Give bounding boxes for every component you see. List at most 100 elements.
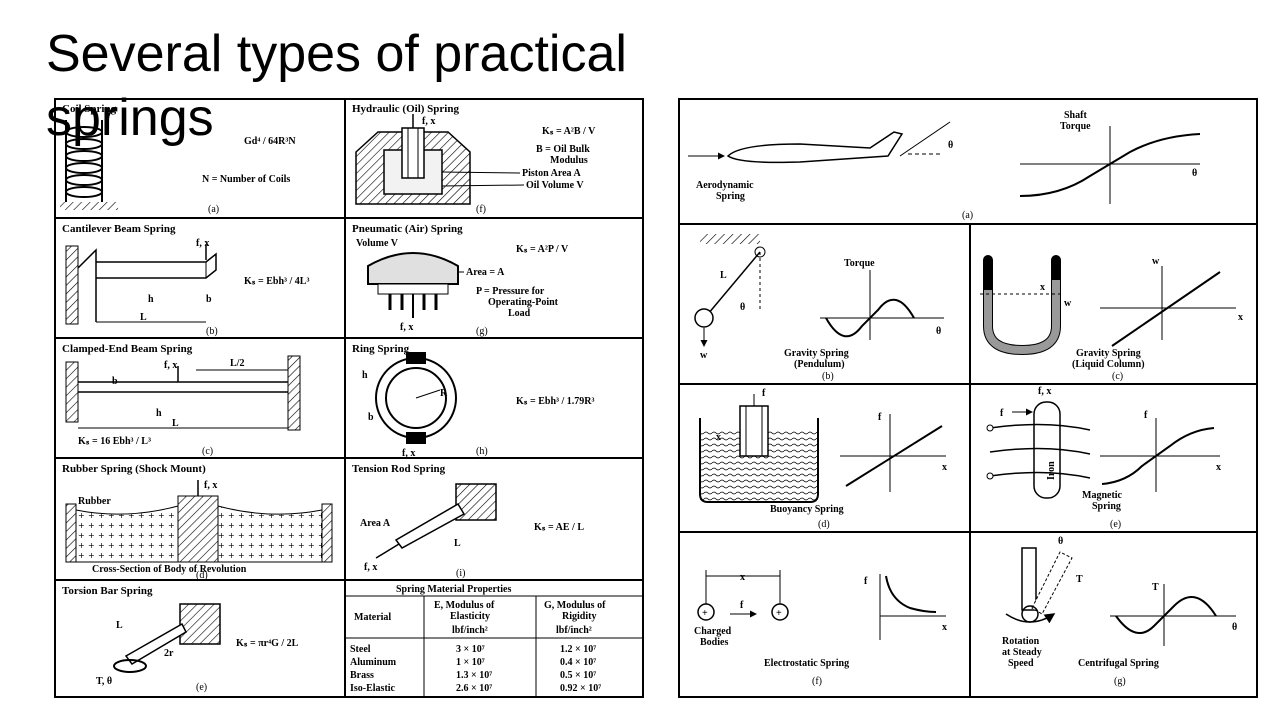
table-cell-material: Steel — [350, 644, 371, 655]
electro-plus-right: + — [776, 608, 782, 619]
cantilever-spring-cell: Cantilever Beam Spring f, x h b L Kₛ = E… — [62, 223, 309, 337]
coil-spring-note: N = Number of Coils — [202, 174, 290, 185]
electro-plus-left: + — [702, 608, 708, 619]
magnetic-caption: (e) — [1110, 519, 1121, 530]
torsion-L: L — [116, 620, 123, 631]
aero-label2: Spring — [716, 191, 745, 202]
cantilever-formula: Kₛ = Ebh³ / 4L³ — [244, 276, 309, 287]
buoyancy-ylabel: f — [878, 412, 882, 423]
liquid-line — [1111, 271, 1221, 347]
pneumatic-p1: P = Pressure for — [476, 286, 545, 297]
liquid-c2: (Liquid Column) — [1072, 359, 1145, 370]
rubber-caption: (d) — [196, 570, 208, 581]
magnetic-spring-cell: Iron f f, x f x Magnetic Spring (e) — [986, 386, 1221, 530]
table-cell-e: 3 × 10⁷ — [456, 644, 485, 655]
centri-theta: θ — [1058, 536, 1063, 547]
torsion-T: T, θ — [96, 676, 112, 687]
rubber-fx: f, x — [204, 480, 217, 491]
table-row-steel: Steel 3 × 10⁷ 1.2 × 10⁷ — [350, 644, 596, 655]
table-cell-g: 0.5 × 10⁷ — [560, 670, 596, 681]
electro-curve — [885, 575, 937, 613]
magnetic-f: f — [1000, 408, 1004, 419]
cantilever-h: h — [148, 294, 154, 305]
buoyancy-c1: Buoyancy Spring — [770, 504, 844, 515]
pendulum-c1: Gravity Spring — [784, 348, 849, 359]
table-cell-material: Iso-Elastic — [350, 683, 396, 694]
buoyancy-x: x — [716, 432, 721, 443]
clamped-b: b — [112, 376, 118, 387]
magnetic-fx: f, x — [1038, 386, 1051, 397]
coil-spring-drawing — [65, 126, 103, 198]
ring-b: b — [368, 412, 374, 423]
buoyancy-f: f — [762, 388, 766, 399]
aero-caption: (a) — [962, 210, 973, 221]
tension-area: Area A — [360, 518, 391, 529]
clamped-caption: (c) — [202, 446, 213, 457]
hydraulic-formula: Kₛ = A²B / V — [542, 126, 596, 137]
torsion-r: 2r — [164, 648, 174, 659]
electro-x: x — [740, 572, 745, 583]
table-row-brass: Brass 1.3 × 10⁷ 0.5 × 10⁷ — [350, 670, 596, 681]
electrostatic-spring-cell: x + + f Charged Bodies f x Electrostatic… — [694, 570, 947, 687]
pneumatic-title: Pneumatic (Air) Spring — [352, 223, 463, 235]
hydraulic-spring-title: Hydraulic (Oil) Spring — [352, 103, 459, 115]
pendulum-caption: (b) — [822, 371, 834, 382]
tension-caption: (i) — [456, 568, 465, 579]
rubber-title: Rubber Spring (Shock Mount) — [62, 463, 206, 475]
hydraulic-l2: Modulus — [550, 155, 588, 166]
liquid-xlabel: x — [1238, 312, 1243, 323]
coil-spring-title: Coil Spring — [62, 103, 117, 115]
centri-curve — [1115, 596, 1217, 635]
torsion-formula: Kₛ = πr⁴G / 2L — [236, 638, 299, 649]
liquid-w: w — [1064, 298, 1072, 309]
table-cell-material: Aluminum — [350, 657, 397, 668]
pneumatic-p3: Load — [508, 308, 531, 319]
slide-title: Several types of practical springs — [46, 25, 627, 147]
pendulum-theta: θ — [740, 302, 745, 313]
table-h-e1: E, Modulus of — [434, 600, 495, 611]
rubber-spring-cell: Rubber Spring (Shock Mount) f, x Rubber … — [62, 463, 333, 581]
magnetic-c1: Magnetic — [1082, 490, 1123, 501]
liquid-caption: (c) — [1112, 371, 1123, 382]
hydraulic-l4: Oil Volume V — [526, 180, 584, 191]
cantilever-b: b — [206, 294, 212, 305]
clamped-h: h — [156, 408, 162, 419]
magnetic-ylabel: f — [1144, 410, 1148, 421]
pneumatic-spring-cell: Pneumatic (Air) Spring Volume V f, x Are… — [352, 223, 569, 337]
table-cell-e: 1.3 × 10⁷ — [456, 670, 492, 681]
table-cell-g: 0.92 × 10⁷ — [560, 683, 601, 694]
table-cell-g: 1.2 × 10⁷ — [560, 644, 596, 655]
aero-curve — [1019, 133, 1201, 197]
ring-formula: Kₛ = Ebh³ / 1.79R³ — [516, 396, 595, 407]
pneumatic-volume: Volume V — [356, 238, 399, 249]
table-row-iso-elastic: Iso-Elastic 2.6 × 10⁷ 0.92 × 10⁷ — [350, 683, 601, 694]
clamped-title: Clamped-End Beam Spring — [62, 343, 193, 355]
right-diagrams: θ Aerodynamic Spring Shaft Torque θ (a) … — [680, 110, 1256, 696]
buoyancy-xlabel: x — [942, 462, 947, 473]
electro-caption: (f) — [812, 676, 822, 687]
table-cell-e: 1 × 10⁷ — [456, 657, 485, 668]
coil-spring-caption: (a) — [208, 204, 219, 215]
tension-title: Tension Rod Spring — [352, 463, 446, 475]
hydraulic-l3: Piston Area A — [522, 168, 581, 179]
tension-L: L — [454, 538, 461, 549]
ring-caption: (h) — [476, 446, 488, 457]
cantilever-L: L — [140, 312, 147, 323]
aero-shaft2: Torque — [1060, 121, 1091, 132]
clamped-fx: f, x — [164, 360, 177, 371]
clamped-L: L — [172, 418, 179, 429]
ring-R: R — [440, 388, 448, 399]
ring-fx: f, x — [402, 448, 415, 459]
tension-fx: f, x — [364, 562, 377, 573]
pneumatic-area: Area = A — [466, 267, 505, 278]
table-row-aluminum: Aluminum 1 × 10⁷ 0.4 × 10⁷ — [350, 657, 596, 668]
tension-rod-cell: Tension Rod Spring Area A L f, x Kₛ = AE… — [352, 463, 584, 579]
buoyancy-caption: (d) — [818, 519, 830, 530]
table-title: Spring Material Properties — [396, 584, 511, 595]
centri-c1: Centrifugal Spring — [1078, 658, 1159, 669]
cantilever-fx: f, x — [196, 238, 209, 249]
liquid-ylabel: w — [1152, 256, 1160, 267]
aero-xlabel: θ — [1192, 168, 1197, 179]
table-h-g1: G, Modulus of — [544, 600, 606, 611]
pneumatic-fx: f, x — [400, 322, 413, 333]
